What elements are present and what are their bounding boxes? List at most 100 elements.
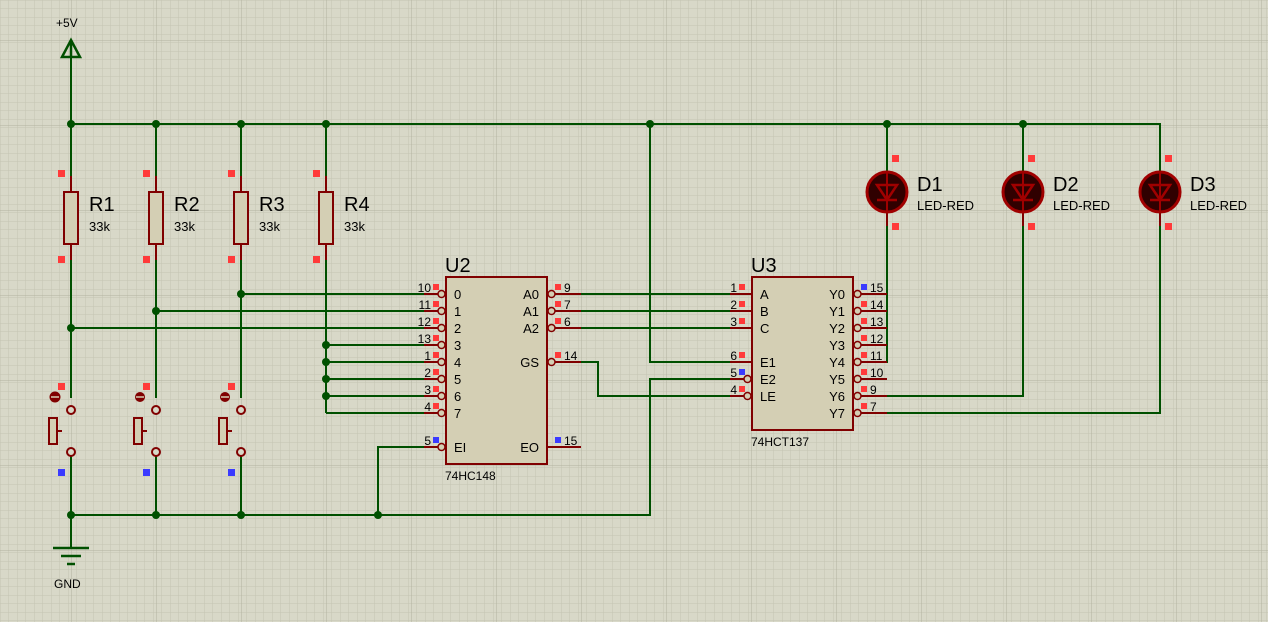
power-arrow-icon: [59, 37, 83, 59]
wire-gs-le: [566, 361, 730, 397]
pin-number: 7: [870, 400, 877, 414]
pin-name: Y4: [829, 355, 845, 370]
junction-dot: [322, 341, 330, 349]
inverter-bubble: [853, 357, 862, 367]
pin-marker: [433, 352, 439, 358]
resistor-body: [233, 191, 249, 245]
power-terminal[interactable]: +5V: [56, 16, 83, 59]
junction-dot: [1019, 120, 1027, 128]
resistor-ref: R4: [344, 194, 370, 216]
junction-dot: [646, 120, 654, 128]
resistor-value: 33k: [174, 219, 195, 234]
pin-marker: [228, 469, 235, 476]
chip-pin[interactable]: 9Y6: [829, 383, 887, 404]
wire-d2-y6: [872, 226, 1024, 397]
pin-marker: [1165, 223, 1172, 230]
junction-dot: [883, 120, 891, 128]
pin-marker: [58, 256, 65, 263]
pin-number: 14: [564, 349, 578, 363]
junction-dot: [67, 511, 75, 519]
pin-marker: [739, 386, 745, 392]
inverter-bubble: [853, 306, 862, 316]
led-value: LED-RED: [1190, 198, 1247, 213]
chip-pin[interactable]: 7 A1: [523, 298, 581, 319]
pin-name: EO: [520, 440, 539, 455]
pin-number: 2: [424, 366, 431, 380]
resistor-r1[interactable]: R1 33k: [58, 170, 115, 263]
wire-vcc-e1: [649, 124, 730, 363]
pin-number: 7: [564, 298, 571, 312]
pin-marker: [433, 284, 439, 290]
push-button-1[interactable]: [48, 383, 76, 476]
button-contact: [151, 405, 161, 415]
pin-marker: [861, 284, 867, 290]
inverter-bubble: [743, 391, 752, 401]
chip-pin[interactable]: 6A2: [523, 315, 581, 336]
resistor-r2[interactable]: R2 33k: [143, 170, 200, 263]
junction-dot: [237, 511, 245, 519]
resistor-r4[interactable]: R4 33k: [313, 170, 370, 263]
inverter-bubble: [437, 340, 446, 350]
pin-number: 3: [424, 383, 431, 397]
push-button-2[interactable]: [133, 383, 161, 476]
inverter-bubble: [437, 391, 446, 401]
pin-name: 7: [454, 406, 461, 421]
pin-number: 13: [418, 332, 432, 346]
pin-name: EI: [454, 440, 466, 455]
resistor-body: [318, 191, 334, 245]
pin-marker: [433, 318, 439, 324]
inverter-bubble: [437, 289, 446, 299]
pin-marker: [861, 318, 867, 324]
junction-dot: [237, 290, 245, 298]
pin-number: 4: [424, 400, 431, 414]
resistor-value: 33k: [344, 219, 365, 234]
pin-number: 5: [730, 366, 737, 380]
ground-icon: [53, 546, 89, 566]
pin-name: 2: [454, 321, 461, 336]
junction-dot: [322, 358, 330, 366]
pin-name: A1: [523, 304, 539, 319]
push-button-3[interactable]: [218, 383, 246, 476]
junction-dot: [322, 375, 330, 383]
inverter-bubble: [853, 408, 862, 418]
led-value: LED-RED: [917, 198, 974, 213]
pin-number: 9: [870, 383, 877, 397]
pin-name: B: [760, 304, 769, 319]
chip-pin[interactable]: 9A0: [523, 281, 581, 302]
resistor-r3[interactable]: R3 33k: [228, 170, 285, 263]
ground-terminal[interactable]: GND: [53, 546, 89, 591]
pin-number: 6: [730, 349, 737, 363]
pin-marker: [555, 301, 561, 307]
chip-pin[interactable]: 7Y7: [829, 400, 887, 421]
button-plunger: [218, 417, 228, 445]
